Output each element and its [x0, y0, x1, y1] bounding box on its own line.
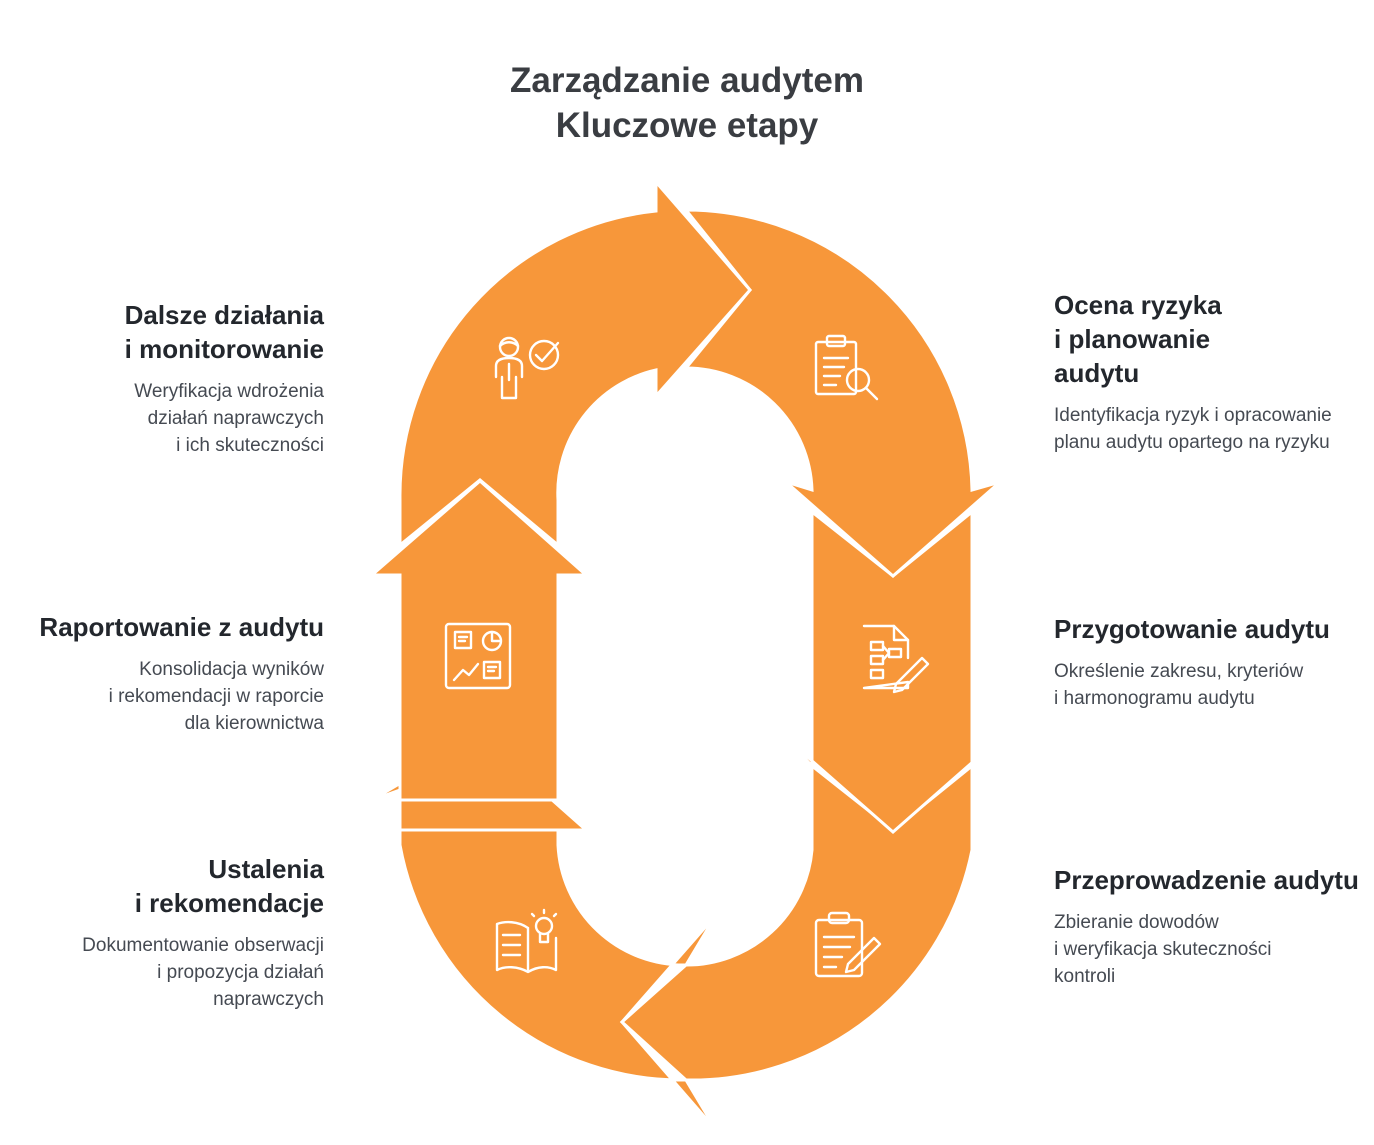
- step-title: Raportowanie z audytu: [2, 610, 324, 644]
- step-description: Dokumentowanie obserwacji i propozycja d…: [2, 932, 324, 1013]
- description-line: kontroli: [1054, 966, 1116, 987]
- step-title: Dalsze działania i monitorowanie: [2, 298, 324, 366]
- description-line: i propozycja działań: [157, 962, 324, 983]
- description-line: i harmonogramu audytu: [1054, 688, 1255, 709]
- step-description: Identyfikacja ryzyk i opracowanie planu …: [1054, 402, 1374, 456]
- title-line: Przeprowadzenie audytu: [1054, 865, 1359, 895]
- title-line: Dalsze działania: [124, 300, 324, 330]
- step-title: Ustalenia i rekomendacje: [2, 852, 324, 920]
- book-lightbulb-icon: [495, 908, 558, 974]
- title-line: Ustalenia: [208, 854, 324, 884]
- arrow-preparation-to-execution: [619, 762, 974, 1082]
- title-line-1: Zarządzanie audytem: [510, 61, 864, 100]
- step-execution: Przeprowadzenie audytu Zbieranie dowodów…: [1054, 863, 1374, 990]
- description-line: Zbieranie dowodów: [1054, 912, 1219, 933]
- clipboard-pencil-icon: [814, 911, 882, 978]
- description-line: działań naprawczych: [147, 408, 324, 429]
- title-line: i planowanie: [1054, 324, 1211, 354]
- description-line: Określenie zakresu, kryteriów: [1054, 661, 1304, 682]
- title-line: i monitorowanie: [124, 334, 324, 364]
- title-line: audytu: [1054, 358, 1140, 388]
- step-risk-assessment: Ocena ryzyka i planowanie audytu Identyf…: [1054, 288, 1374, 456]
- description-line: planu audytu opartego na ryzyku: [1054, 432, 1330, 453]
- description-line: dla kierownictwa: [184, 713, 324, 734]
- arrow-followup-to-risk: [398, 177, 752, 549]
- title-line: i rekomendacje: [134, 888, 324, 918]
- clipboard-search-icon: [814, 334, 879, 401]
- description-line: i weryfikacja skuteczności: [1054, 939, 1272, 960]
- step-description: Konsolidacja wyników i rekomendacji w ra…: [2, 656, 324, 737]
- diagram-title: Zarządzanie audytem Kluczowe etapy: [0, 58, 1374, 148]
- step-reporting: Raportowanie z audytu Konsolidacja wynik…: [2, 610, 324, 737]
- step-findings: Ustalenia i rekomendacje Dokumentowanie …: [2, 852, 324, 1013]
- description-line: Konsolidacja wyników: [139, 659, 324, 680]
- title-line-2: Kluczowe etapy: [555, 106, 819, 145]
- step-title: Przeprowadzenie audytu: [1054, 863, 1374, 897]
- report-dashboard-icon: [444, 622, 512, 690]
- title-line: Przygotowanie audytu: [1054, 614, 1330, 644]
- step-description: Weryfikacja wdrożenia działań naprawczyc…: [2, 378, 324, 459]
- step-title: Ocena ryzyka i planowanie audytu: [1054, 288, 1374, 390]
- step-follow-up: Dalsze działania i monitorowanie Weryfik…: [2, 298, 324, 459]
- cycle-arrows: [367, 177, 1002, 1131]
- description-line: i ich skuteczności: [176, 435, 324, 456]
- description-line: Dokumentowanie obserwacji: [82, 935, 324, 956]
- step-description: Określenie zakresu, kryteriów i harmonog…: [1054, 658, 1374, 712]
- description-line: Identyfikacja ryzyk i opracowanie: [1054, 405, 1332, 426]
- title-line: Ocena ryzyka: [1054, 290, 1222, 320]
- description-line: i rekomendacji w raporcie: [108, 686, 324, 707]
- title-line: Raportowanie z audytu: [39, 612, 324, 642]
- description-line: Weryfikacja wdrożenia: [134, 381, 324, 402]
- description-line: naprawczych: [213, 989, 324, 1010]
- arrow-reporting-to-followup: [367, 479, 590, 802]
- document-flowchart-pencil-icon: [862, 624, 930, 694]
- arrow-execution-to-findings: [398, 828, 718, 1131]
- person-checkmark-icon: [494, 336, 560, 400]
- step-title: Przygotowanie audytu: [1054, 612, 1374, 646]
- step-description: Zbieranie dowodów i weryfikacja skuteczn…: [1054, 909, 1374, 990]
- step-preparation: Przygotowanie audytu Określenie zakresu,…: [1054, 612, 1374, 712]
